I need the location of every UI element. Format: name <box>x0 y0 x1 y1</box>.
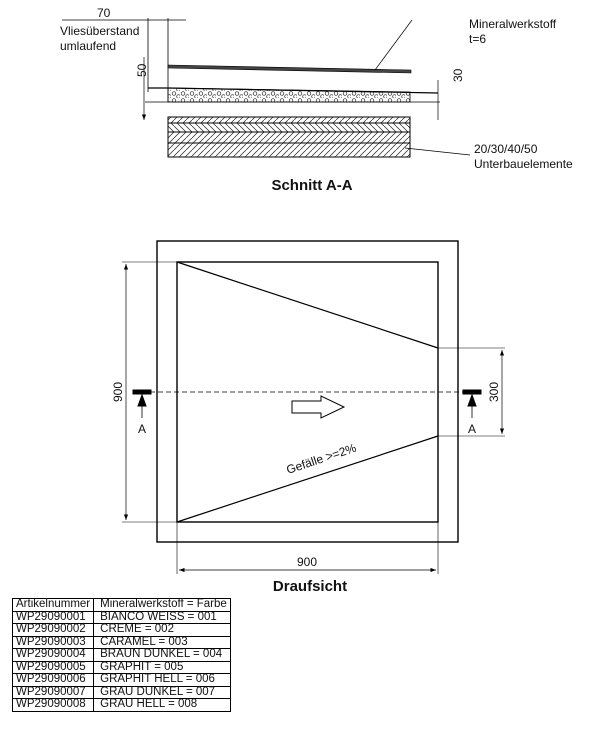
article-number: WP29090008 <box>11 698 95 712</box>
flow-direction-arrow-icon <box>291 395 346 419</box>
article-number: WP29090004 <box>11 648 95 662</box>
article-number: WP29090002 <box>11 623 95 637</box>
column-header: Mineralwerkstoff = Farbe <box>93 598 231 612</box>
overhang-label-2: umlaufend <box>60 39 116 53</box>
plan-title: Draufsicht <box>273 578 347 595</box>
plan-view <box>122 240 505 574</box>
color: GRAPHIT = 005 <box>93 660 231 674</box>
slope-edge-top <box>176 261 439 349</box>
section-marker-left <box>132 389 152 418</box>
color: CARAMEL = 003 <box>93 635 231 649</box>
base-element-layer <box>167 122 411 133</box>
color: CREME = 002 <box>93 623 231 637</box>
leader-line-material <box>374 19 413 71</box>
dim-plan-height: 900 <box>111 382 125 402</box>
section-view <box>62 18 471 158</box>
article-number: WP29090001 <box>11 610 95 624</box>
overhang-label: Vliesüberstand <box>60 24 139 38</box>
base-element-layer <box>167 116 411 124</box>
color: GRAPHIT HELL = 006 <box>93 673 231 687</box>
leader-line-base <box>404 147 471 156</box>
base-element-layer <box>167 131 411 144</box>
color: BRAUN DUNKEL = 004 <box>93 648 231 662</box>
dim-right-height: 30 <box>451 68 465 82</box>
color: GRAU HELL = 008 <box>93 698 231 712</box>
article-number: WP29090007 <box>11 685 95 699</box>
section-marker-right-label: A <box>468 422 476 436</box>
base-element-layer <box>167 142 411 158</box>
section-marker-right <box>462 389 482 418</box>
color: GRAU DUNKEL = 007 <box>93 685 231 699</box>
slope-edge-bottom <box>176 435 439 523</box>
dim-left-height: 50 <box>135 63 149 77</box>
article-number: WP29090003 <box>11 635 95 649</box>
slope-label: Gefälle >=2% <box>285 441 359 477</box>
article-number: WP29090006 <box>11 673 95 687</box>
section-title: Schnitt A-A <box>271 177 352 194</box>
base-elements-sizes: 20/30/40/50 <box>474 142 538 156</box>
outer-fleece-outline <box>156 240 459 543</box>
section-marker-left-label: A <box>138 422 146 436</box>
table-header-row: Artikelnummer Mineralwerkstoff = Farbe <box>11 598 231 612</box>
mineral-sheet <box>167 64 412 74</box>
dim-overhang-label: 70 <box>97 6 111 20</box>
color: BIANCO WEISS = 001 <box>93 610 231 624</box>
base-elements-label: Unterbauelemente <box>474 157 573 171</box>
column-header: Artikelnummer <box>11 598 95 612</box>
article-number: WP29090005 <box>11 660 95 674</box>
material-label: Mineralwerkstoff <box>469 17 557 31</box>
dim-drain-width: 300 <box>487 382 501 402</box>
article-color-table: Artikelnummer Mineralwerkstoff = Farbe W… <box>11 598 231 712</box>
dim-plan-width: 900 <box>297 555 317 569</box>
screed-layer <box>167 87 411 103</box>
material-thickness-label: t=6 <box>469 32 486 46</box>
